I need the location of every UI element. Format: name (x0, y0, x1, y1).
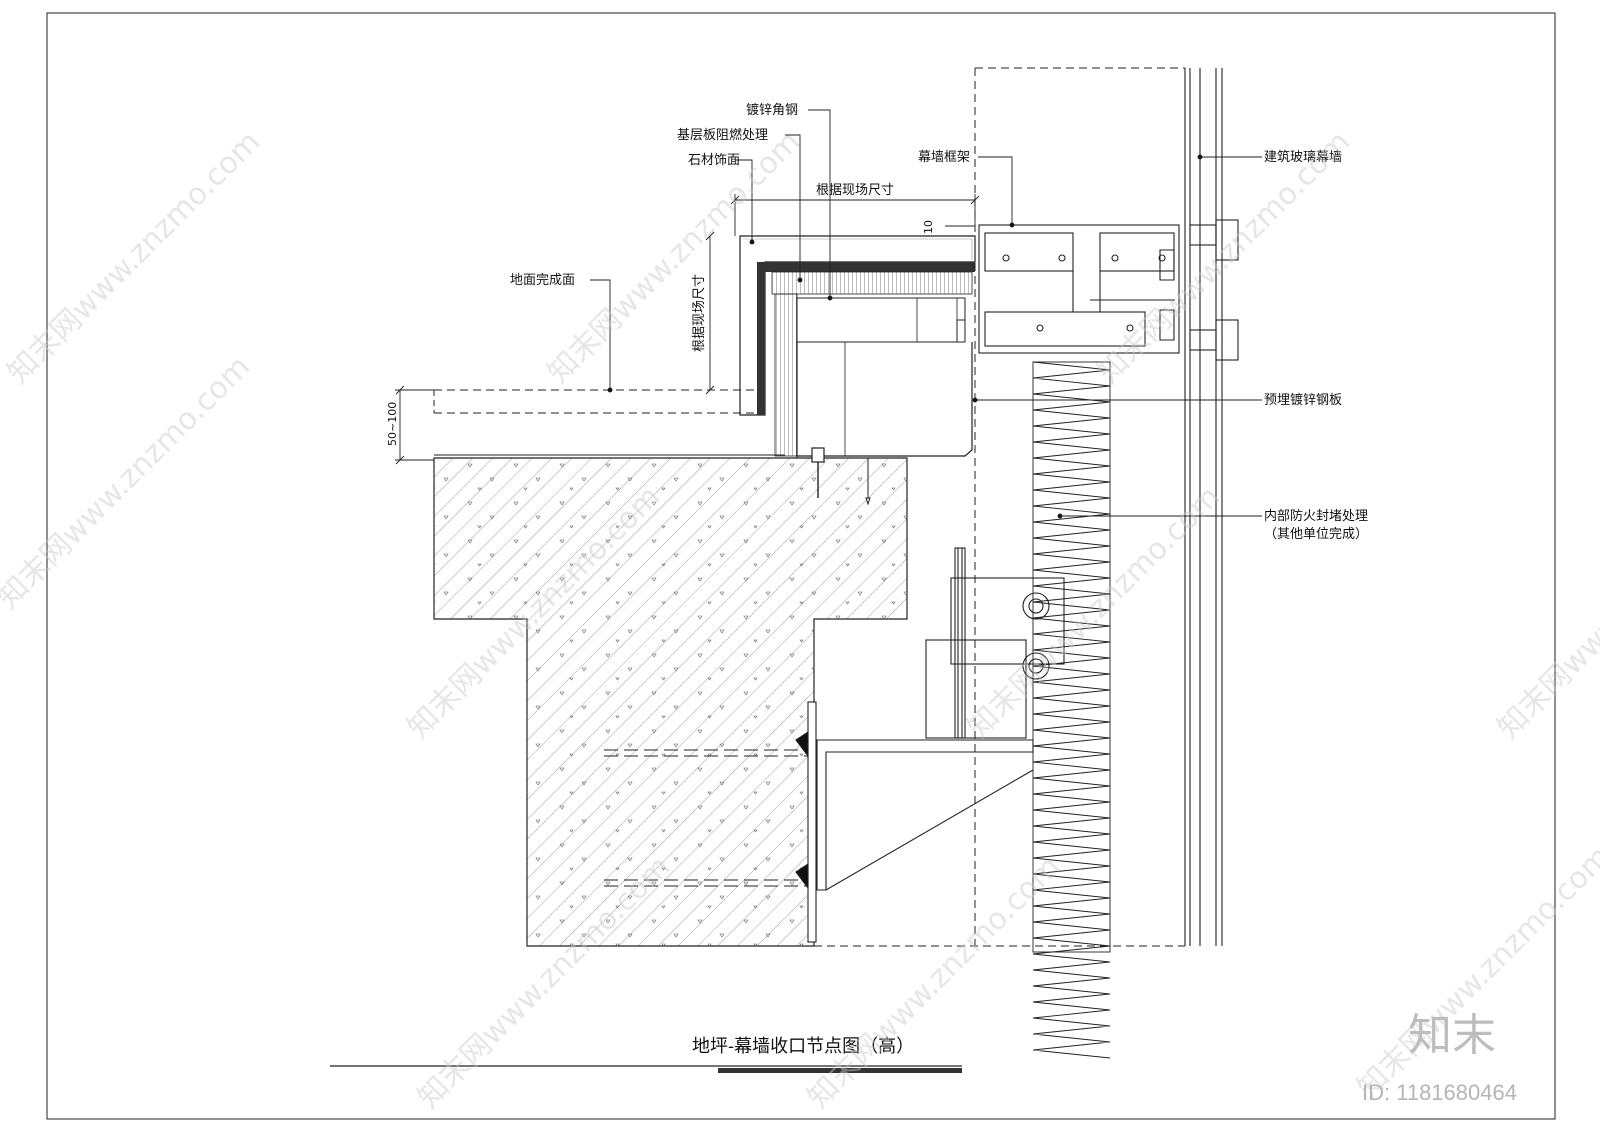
watermark-text: 知末网www.znzmo.com (1091, 124, 1357, 390)
floor-finish-layers (433, 389, 785, 456)
watermark-text: 知末网www.znzmo.com (961, 479, 1227, 745)
label-embedded-plate: 预埋镀锌钢板 (1264, 392, 1342, 408)
brand-logo-text: 知末 (1408, 1010, 1496, 1061)
leader-lines (590, 109, 1262, 519)
watermark-text: 知末网www.znzmo.com (541, 124, 807, 390)
watermark-text: 知末网www.znzmo.com (801, 849, 1067, 1115)
concrete-slab (433, 457, 908, 947)
label-base-board-fire: 基层板阻燃处理 (677, 127, 768, 143)
dimension-lines (395, 194, 980, 465)
watermark-text: 知末网www.znzmo.com (1351, 839, 1600, 1105)
image-id-text: ID: 1181680464 (1362, 1080, 1517, 1105)
label-site-dimension: 根据现场尺寸 (816, 183, 894, 198)
drawing-border (46, 12, 1556, 1120)
title-underline-bold (718, 1068, 962, 1073)
label-glass-curtain-wall: 建筑玻璃幕墙 (1264, 149, 1342, 165)
fire-seal-insulation (1032, 361, 1111, 1059)
label-dim-10: 10 (922, 220, 935, 234)
glass-curtain-wall (1184, 68, 1239, 946)
bracket-assembly (604, 547, 1065, 943)
label-galvanized-angle: 镀锌角钢 (746, 102, 798, 118)
curtain-wall-frame (978, 224, 1180, 354)
watermark-text: 知末网www.znzmo.com (1, 124, 267, 390)
watermark-text: 知末网www.znzmo.com (1491, 479, 1600, 745)
label-curtain-frame: 幕墙框架 (918, 150, 970, 165)
watermark-text: 知末网www.znzmo.com (0, 349, 257, 615)
label-dim-50-100: 50~100 (386, 402, 399, 446)
label-floor-finish: 地面完成面 (510, 273, 575, 288)
label-stone-finish: 石材饰面 (688, 153, 740, 168)
label-fire-seal-note: （其他单位完成） (1264, 527, 1368, 542)
embedded-plate (796, 342, 973, 506)
stone-finish (739, 235, 976, 457)
drawing-title: 地坪-幕墙收口节点图（高） (692, 1036, 914, 1057)
label-fire-seal: 内部防火封堵处理 (1264, 508, 1368, 524)
label-site-dimension-vertical: 根据现场尺寸 (692, 274, 707, 352)
